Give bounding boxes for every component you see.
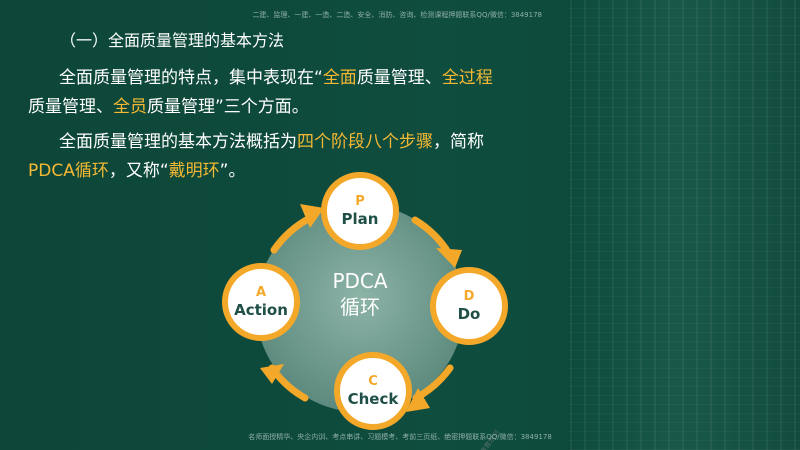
arrowhead-to-plan xyxy=(300,204,324,228)
watermark-top: 二建、监理、一建、一造、二造、安全、消防、咨询、检测课程押题联系QQ/微信：38… xyxy=(252,11,542,19)
para2-highlight-3: 戴明环 xyxy=(168,161,220,181)
node-action-word: Action xyxy=(234,300,288,319)
center-label-line2: 循环 xyxy=(340,295,380,319)
para2-text-1: 全面质量管理的基本方法概括为 xyxy=(59,132,297,152)
node-do: D Do xyxy=(430,267,508,345)
para1-text-2: 质量管理、 xyxy=(356,68,442,88)
para1-text-4: 质量管理”三个方面。 xyxy=(147,97,309,117)
arrowhead-to-do xyxy=(436,248,462,268)
para2-text-3: ，又称“ xyxy=(108,161,169,181)
para2-highlight-1: 四个阶段八个步骤 xyxy=(297,132,433,152)
para1-highlight-1: 全面 xyxy=(322,68,357,88)
para2-text-2: ，简称 xyxy=(433,132,484,152)
arrowhead-to-check xyxy=(406,388,430,412)
pdca-ring-graphic xyxy=(256,204,464,412)
node-check-word: Check xyxy=(347,389,399,408)
node-plan: P Plan xyxy=(321,172,399,250)
node-action: A Action xyxy=(222,263,300,341)
para1-text-1: 全面质量管理的特点，集中表现在“ xyxy=(59,68,323,88)
para1-text-3: 质量管理、 xyxy=(28,97,113,117)
paragraph-tqm-method: 全面质量管理的基本方法概括为四个阶段八个步骤，简称 PDCA循环，又称“戴明环”。 xyxy=(28,128,588,186)
para2-highlight-2: PDCA循环 xyxy=(28,161,109,181)
node-action-letter: A xyxy=(255,284,267,300)
cityscape-background xyxy=(570,0,800,450)
watermark-bottom: 名师面授精华、央企内训、考点串讲、习题模考、考前三页纸、绝密押题联系QQ/微信：… xyxy=(248,433,552,441)
center-disc xyxy=(256,204,464,412)
paragraph-tqm-features: 全面质量管理的特点，集中表现在“全面质量管理、全过程质量管理、全员质量管理”三个… xyxy=(28,64,588,122)
section-heading: （一）全面质量管理的基本方法 xyxy=(60,31,285,50)
pdca-cycle-diagram: P Plan D Do C Check A Action PDCA 循环 教育培… xyxy=(210,168,510,450)
node-check-letter: C xyxy=(368,373,378,389)
node-check: C Check xyxy=(334,352,412,430)
para1-highlight-3: 全员 xyxy=(113,97,147,117)
node-plan-letter: P xyxy=(355,193,365,209)
node-plan-word: Plan xyxy=(341,209,379,228)
center-label: PDCA 循环 xyxy=(310,268,410,320)
node-do-word: Do xyxy=(457,304,481,323)
para2-text-4: ”。 xyxy=(219,161,246,181)
para1-highlight-2: 全过程 xyxy=(441,68,493,88)
text-block: （一）全面质量管理的基本方法 全面质量管理的特点，集中表现在“全面质量管理、全过… xyxy=(28,30,588,192)
arrowhead-to-action xyxy=(260,364,284,384)
node-do-letter: D xyxy=(463,288,475,304)
center-label-line1: PDCA xyxy=(332,269,388,293)
